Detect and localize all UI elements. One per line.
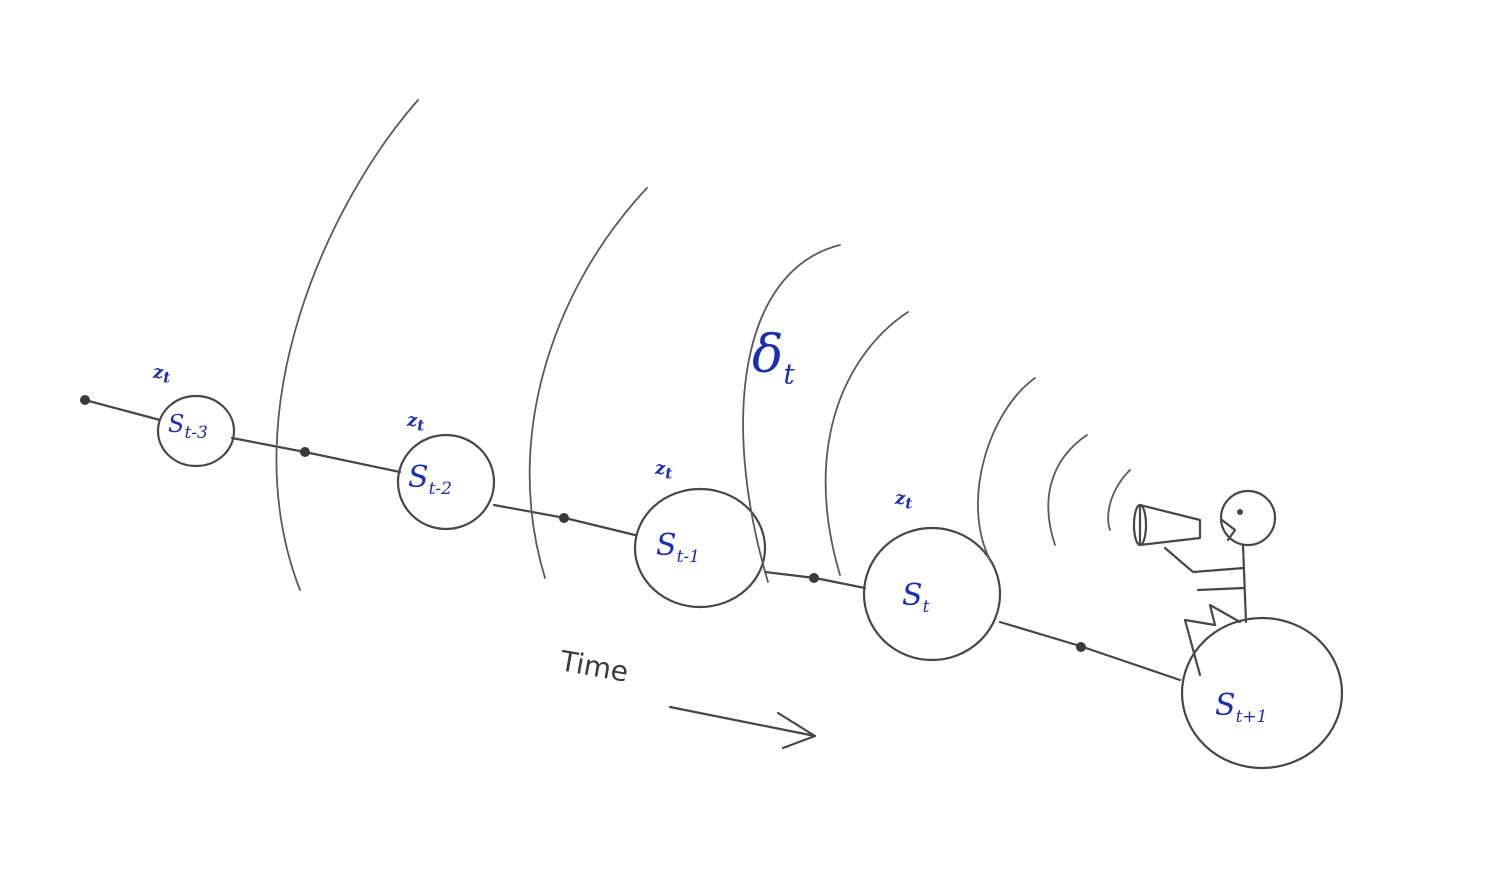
timeline xyxy=(83,398,1182,682)
timeline-dot xyxy=(809,573,819,583)
z-annotation: zt xyxy=(153,362,171,387)
state-label-t-minus-1: St-1 xyxy=(656,528,700,567)
state-node-t xyxy=(862,526,1002,662)
state-node-t-plus-1 xyxy=(1180,616,1344,770)
state-label-t-minus-3: St-3 xyxy=(168,410,208,443)
figure-head xyxy=(1219,489,1277,547)
sound-waves xyxy=(275,99,1131,591)
z-annotation: zt xyxy=(655,458,673,483)
delta-annotation: δt xyxy=(752,325,795,391)
time-arrow xyxy=(668,705,817,750)
megaphone-icon xyxy=(1138,503,1202,547)
timeline-dot xyxy=(559,513,569,523)
state-label-t: St xyxy=(902,578,930,617)
z-annotation: zt xyxy=(407,410,425,435)
state-node-t-minus-1 xyxy=(633,487,767,609)
timeline-dot xyxy=(1076,642,1086,652)
stick-figure-megaphone xyxy=(1132,489,1277,677)
timeline-dot xyxy=(80,395,90,405)
z-annotation: zt xyxy=(895,488,913,513)
state-label-t-plus-1: St+1 xyxy=(1215,688,1268,727)
state-label-t-minus-2: St-2 xyxy=(408,460,452,499)
state-node-t-minus-2 xyxy=(396,433,496,531)
state-node-t-minus-3 xyxy=(156,394,236,468)
figure-body xyxy=(1241,543,1248,624)
timeline-dot xyxy=(300,447,310,457)
